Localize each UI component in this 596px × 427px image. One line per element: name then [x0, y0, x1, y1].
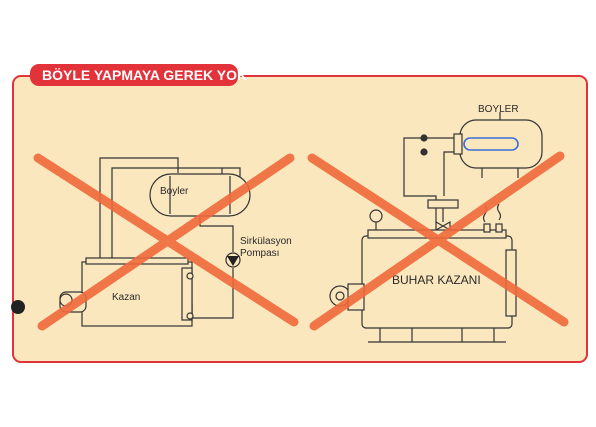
right-pressure-gauge [369, 209, 383, 223]
right-boiler-coil [463, 137, 519, 151]
right-steam-header [427, 199, 459, 209]
right-boiler-label: BOYLER [478, 104, 519, 115]
left-furnace-door [181, 267, 193, 321]
right-safety-valve-left [483, 223, 491, 233]
left-furnace-label: Kazan [112, 292, 140, 303]
left-pump-label-line1: Sirkülasyon [240, 236, 292, 247]
left-pump-label-line2: Pompası [240, 248, 279, 259]
left-cross-stroke-up [37, 153, 295, 331]
right-cross-stroke-up [309, 151, 565, 331]
right-valve-top [420, 134, 428, 142]
right-pipe-condensate [443, 151, 454, 196]
right-steam-boiler-label: BUHAR KAZANI [392, 273, 481, 287]
right-burner-hub [335, 291, 345, 301]
binder-hole [11, 300, 25, 314]
right-safety-valve-right [495, 223, 503, 233]
right-boiler-flange [453, 133, 463, 155]
left-pipe-inner [111, 167, 241, 262]
left-furnace-knob-top [186, 272, 194, 280]
right-steam-vent-right [496, 203, 502, 221]
left-furnace-knob-bottom [186, 312, 194, 320]
right-valve-middle [420, 148, 428, 156]
right-main-valve [435, 220, 451, 232]
left-pipe-outer [99, 157, 179, 262]
right-cross-mark [307, 151, 569, 331]
left-boiler-label: Boyler [160, 186, 189, 197]
banner: BÖYLE YAPMAYA GEREK YOK [30, 64, 247, 86]
left-cross-mark [33, 153, 299, 331]
right-boiler-tank [459, 119, 543, 169]
banner-text: BÖYLE YAPMAYA GEREK YOK [42, 67, 247, 83]
left-pump-icon [227, 256, 239, 266]
